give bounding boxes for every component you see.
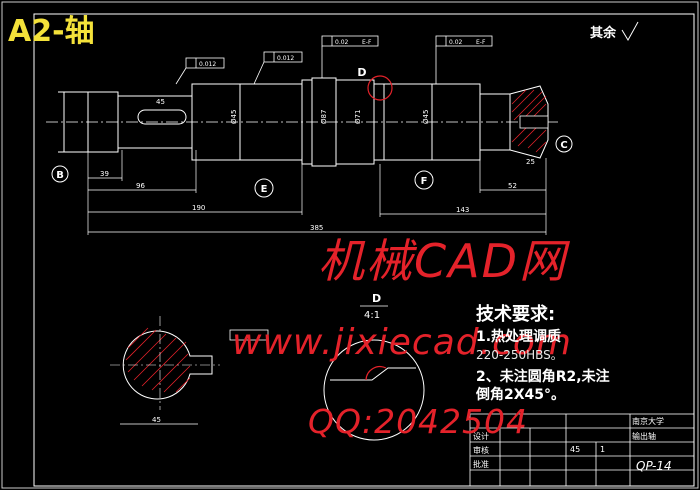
section-f-label: F bbox=[421, 176, 428, 187]
gdt-ref-1: E-F bbox=[362, 39, 372, 46]
tech-req-line1: 1.热处理调质 bbox=[476, 329, 562, 345]
title-block-r2: 审核 bbox=[473, 446, 489, 455]
dim-52: 52 bbox=[508, 182, 517, 190]
section-e-label: E bbox=[261, 184, 268, 195]
detail-title: D bbox=[372, 292, 381, 305]
dim-phi87: Ø87 bbox=[320, 110, 328, 124]
title-block-mat: 45 bbox=[570, 445, 581, 454]
tech-req-line1b: 220-250HBS。 bbox=[476, 348, 563, 362]
datum-b-circle bbox=[51, 165, 69, 183]
title-block-qty: 1 bbox=[600, 445, 606, 454]
title-block bbox=[469, 413, 695, 487]
shaft-main-view bbox=[46, 77, 560, 167]
dim-143: 143 bbox=[456, 206, 469, 214]
gdt-value-4: 0.02 bbox=[449, 39, 463, 46]
datum-c-label: C bbox=[560, 140, 567, 151]
gdt-value-3: 0.02 bbox=[335, 39, 349, 46]
detail-scale: 4:1 bbox=[364, 310, 380, 321]
watermark-line3: QQ:2042504 bbox=[308, 402, 529, 441]
gdt-value-2: 0.012 bbox=[277, 55, 294, 62]
hatched-end bbox=[509, 85, 549, 159]
dim-phi45-b: Ø45 bbox=[422, 110, 430, 124]
corner-note: 其余 bbox=[590, 26, 617, 41]
section-e-circle bbox=[254, 178, 274, 198]
dim-45: 45 bbox=[156, 98, 165, 106]
title-block-school: 南京大学 bbox=[632, 417, 664, 426]
dim-phi71: Ø71 bbox=[354, 110, 362, 124]
title-block-name: 输出轴 bbox=[632, 432, 656, 441]
section-view: 45 bbox=[110, 316, 269, 425]
tech-requirements-title: 技术要求: bbox=[476, 304, 556, 325]
watermark-line2: www.jixiecad.com bbox=[232, 322, 572, 363]
dim-96: 96 bbox=[136, 182, 145, 190]
dim-39: 39 bbox=[100, 170, 109, 178]
tech-req-line3: 倒角2X45°。 bbox=[476, 387, 566, 403]
section-f-circle bbox=[414, 170, 434, 190]
gdt-ref-2: E-F bbox=[476, 39, 486, 46]
watermark-line1: 机械CAD网 bbox=[318, 234, 568, 288]
dim-25: 25 bbox=[526, 158, 535, 166]
datum-b-label: B bbox=[56, 170, 64, 181]
inner-frame bbox=[33, 13, 695, 487]
dim-phi45-a: Ø45 bbox=[230, 110, 238, 124]
roughness-symbol bbox=[621, 21, 639, 41]
dim-385: 385 bbox=[310, 224, 323, 232]
gdt-value-1: 0.012 bbox=[199, 61, 216, 68]
drawing-title: A2-轴 bbox=[8, 14, 95, 49]
datum-c-circle bbox=[555, 135, 573, 153]
title-block-r3: 批准 bbox=[473, 460, 489, 469]
view-d-label: D bbox=[357, 66, 366, 79]
tech-req-line2: 2、未注圆角R2,未注 bbox=[476, 369, 610, 385]
dim-190: 190 bbox=[192, 204, 205, 212]
keyway bbox=[137, 109, 187, 125]
gdt-frames bbox=[175, 35, 493, 85]
dimension-lines bbox=[87, 150, 547, 235]
title-block-r1: 设计 bbox=[473, 432, 489, 441]
section-dim-45: 45 bbox=[152, 416, 161, 424]
view-d-circle bbox=[367, 75, 393, 101]
detail-view: D 4:1 bbox=[323, 292, 425, 441]
title-block-code: QP-14 bbox=[636, 459, 672, 473]
